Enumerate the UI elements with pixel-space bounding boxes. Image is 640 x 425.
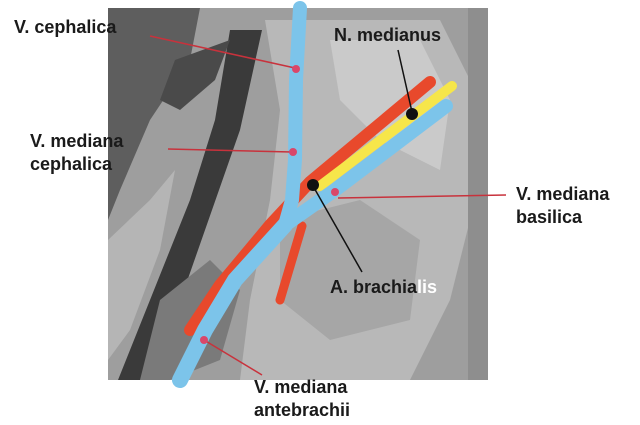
label-n-medianus: N. medianus [334, 25, 441, 45]
label-v-mediana-antebrachii-line1: V. mediana [254, 377, 348, 397]
label-v-mediana-cephalica-line2: cephalica [30, 154, 113, 174]
marker-a-brachialis [307, 179, 319, 191]
label-v-mediana-antebrachii-line2: antebrachii [254, 400, 350, 420]
marker-v-mediana-cephalica [289, 148, 297, 156]
label-v-cephalica: V. cephalica [14, 17, 117, 37]
label-v-mediana-basilica-line2: basilica [516, 207, 583, 227]
marker-v-mediana-basilica [331, 188, 339, 196]
marker-n-medianus [406, 108, 418, 120]
label-v-mediana-basilica-line1: V. mediana [516, 184, 610, 204]
label-a-brachialis-part2: lis [417, 277, 437, 297]
label-a-brachialis-part1: A. brachia [330, 277, 418, 297]
marker-v-cephalica [292, 65, 300, 73]
marker-v-mediana-antebrachii [200, 336, 208, 344]
label-a-brachialis: A. brachialis [330, 277, 437, 297]
label-v-mediana-cephalica-line1: V. mediana [30, 131, 124, 151]
